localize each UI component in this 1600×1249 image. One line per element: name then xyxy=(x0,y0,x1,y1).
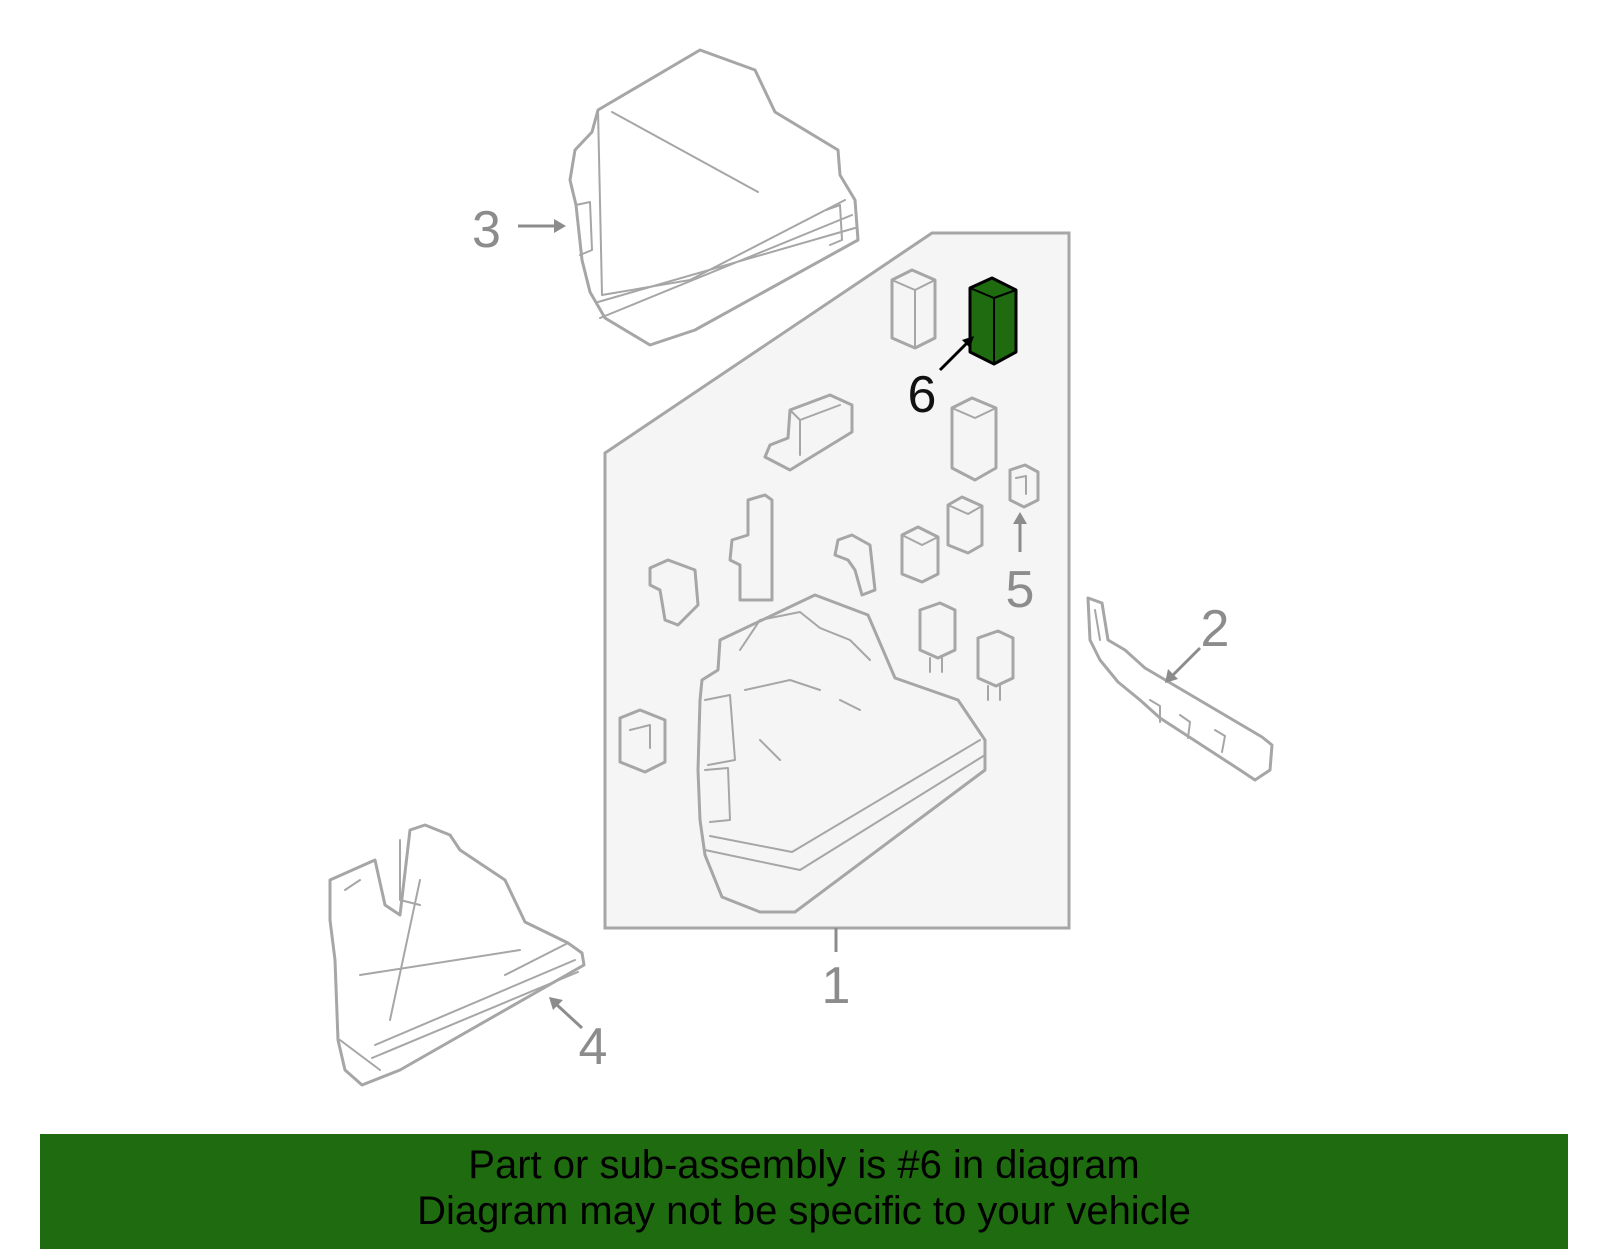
arrowhead-2 xyxy=(1165,669,1178,683)
arrowhead-6 xyxy=(962,336,974,348)
info-banner: Part or sub-assembly is #6 in diagram Di… xyxy=(40,1134,1568,1249)
relay-small-a xyxy=(946,495,984,555)
part-6-relay[interactable] xyxy=(968,276,1018,366)
bracket-upper xyxy=(763,393,854,472)
arrowhead-5 xyxy=(1013,512,1027,524)
arrowhead-4 xyxy=(549,997,563,1010)
part-3-cover[interactable] xyxy=(568,48,860,347)
fuse-box-body xyxy=(696,593,987,914)
callout-2: 2 xyxy=(1201,600,1230,658)
banner-line-1: Part or sub-assembly is #6 in diagram xyxy=(468,1143,1140,1187)
bracket-vertical xyxy=(728,493,774,602)
clip-left xyxy=(648,558,700,627)
leader-2 xyxy=(1170,646,1202,678)
callout-4: 4 xyxy=(579,1018,608,1076)
clip-center xyxy=(833,533,877,597)
connector-left xyxy=(618,708,667,774)
connector-a xyxy=(918,601,957,673)
part-2-bracket[interactable] xyxy=(1086,596,1274,782)
part-5-fuse[interactable] xyxy=(1008,463,1040,509)
callout-6: 6 xyxy=(908,366,937,424)
callout-3: 3 xyxy=(472,201,501,259)
arrowhead-3 xyxy=(554,219,566,233)
callout-5: 5 xyxy=(1006,561,1035,619)
callout-1: 1 xyxy=(822,957,851,1015)
relay-middle xyxy=(950,396,998,482)
relay-top-left xyxy=(890,268,937,350)
relay-small-b xyxy=(900,525,940,584)
parts-diagram: 3 1 5 2 4 6 xyxy=(328,48,1274,1087)
part-4-tray[interactable] xyxy=(328,823,586,1087)
connector-b xyxy=(976,629,1015,701)
leader-lines xyxy=(518,219,1202,1030)
leader-6 xyxy=(938,340,970,372)
leader-4 xyxy=(554,1002,584,1030)
banner-line-2: Diagram may not be specific to your vehi… xyxy=(417,1189,1191,1233)
